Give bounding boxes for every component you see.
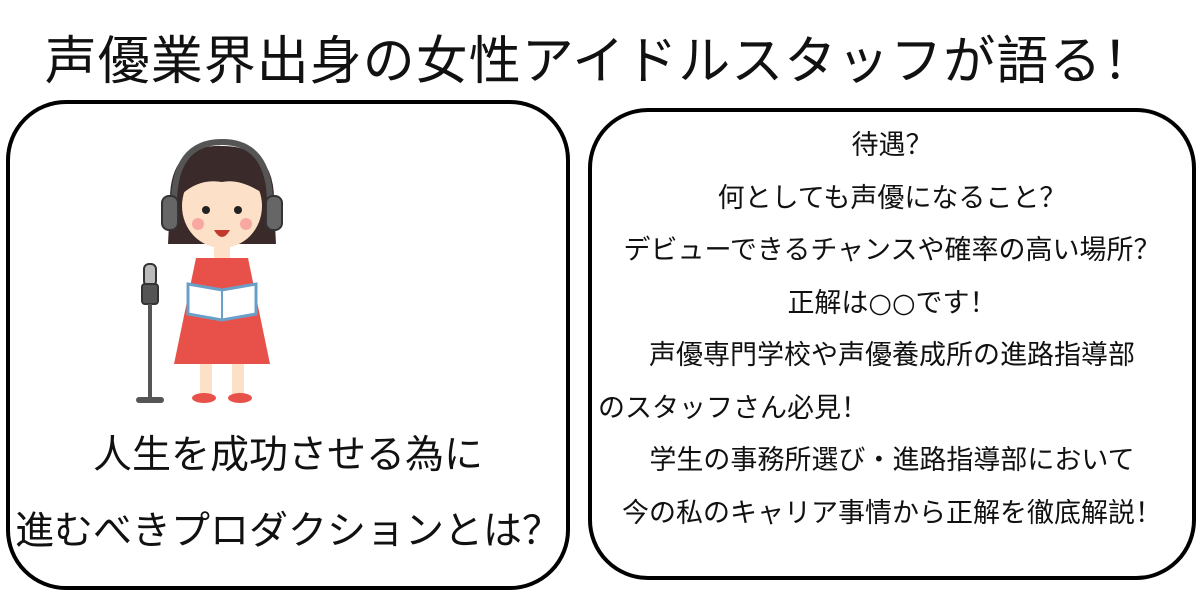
right-text-line: 学生の事務所選び・進路指導部において: [649, 445, 1135, 476]
left-text-line-1: 人生を成功させる為に: [92, 433, 483, 478]
right-text-line: 正解は○○です！: [787, 287, 997, 319]
page-title: 声優業界出身の女性アイドルスタッフが語る！: [44, 32, 1156, 92]
right-text-line: 声優専門学校や声優養成所の進路指導部: [649, 340, 1135, 371]
left-panel: 人生を成功させる為に 進むべきプロダクションとは？: [6, 100, 570, 590]
left-text-line-2: 進むべきプロダクションとは？: [14, 509, 561, 554]
right-text-line: 何としても声優になること？: [717, 182, 1067, 214]
right-panel: 待遇？ 何としても声優になること？ デビューできるチャンスや確率の高い場所？ 正…: [588, 108, 1196, 580]
voice-actress-illustration: [136, 138, 283, 403]
right-text-line: 今の私のキャリア事情から正解を徹底解説！: [622, 497, 1162, 529]
right-text-line: 待遇？: [851, 130, 933, 161]
right-text-line: のスタッフさん必見！: [598, 392, 868, 424]
microphone-icon: [136, 263, 164, 403]
right-text-line: デビューできるチャンスや確率の高い場所？: [623, 235, 1161, 266]
